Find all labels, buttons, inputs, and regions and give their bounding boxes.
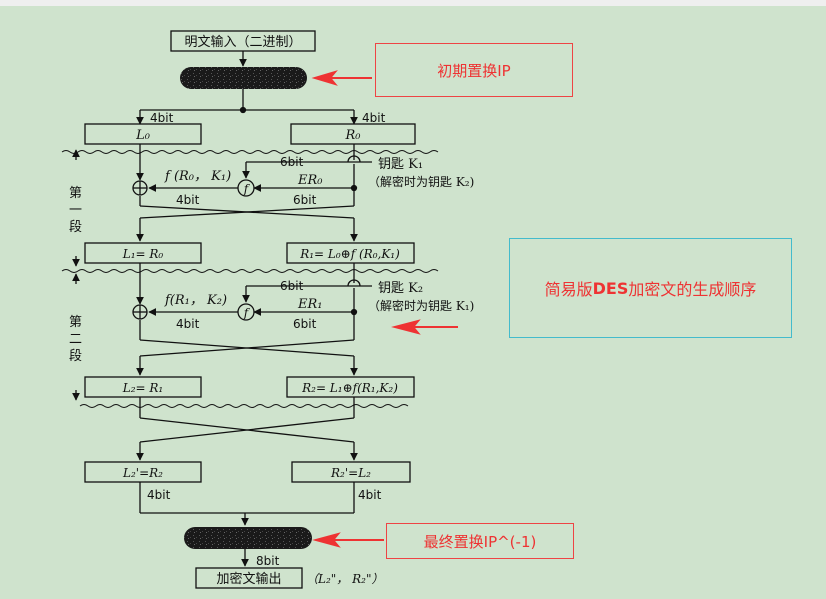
f-symbol-2: f [243, 306, 251, 320]
wave-divider-1 [61, 150, 439, 154]
stage1-key-note: （解密时为钥匙 K₂) [368, 174, 474, 189]
l2-prime-label: L₂'=R₂ [122, 466, 163, 480]
callout-final-permutation-text: 最终置换IP^(-1) [423, 532, 537, 551]
l0-box [84, 123, 202, 145]
stage2-char-2: 二 [69, 332, 82, 347]
ciphertext-output-box [195, 567, 303, 589]
stage1-key: 钥匙 K₁ [378, 157, 423, 172]
stage1-char-3: 段 [69, 220, 82, 235]
stage1-bits-4: 4bit [176, 193, 200, 207]
l2-box [84, 376, 202, 398]
stage2-f-text: f(R₁， K₂) [164, 293, 227, 308]
stage1-bits-6a: 6bit [280, 155, 304, 169]
stage2-bits-6a: 6bit [280, 279, 304, 293]
stage1-f-text: f (R₀， K₁) [164, 169, 231, 184]
r2-prime-label: R₂'=L₂ [330, 466, 371, 480]
stage2-char-1: 第 [69, 315, 82, 330]
r2-prime-box [291, 461, 411, 483]
stage2-key: 钥匙 K₂ [378, 281, 423, 296]
r0-label: R₀ [345, 128, 362, 143]
wave-divider-3 [79, 404, 409, 408]
l1-box [84, 242, 202, 264]
ciphertext-output-suffix: （L₂"， R₂"） [306, 572, 383, 586]
output-bits: 8bit [256, 554, 280, 568]
l0-label: L₀ [135, 128, 151, 143]
callout-initial-permutation-text: 初期置换IP [437, 61, 511, 80]
final-bits-left: 4bit [147, 488, 171, 502]
r2-label: R₂= L₁⊕f(R₁,K₂) [301, 381, 398, 395]
l2-prime-box [84, 461, 202, 483]
plaintext-input-label: 明文输入（二进制） [184, 34, 301, 50]
stage2-char-3: 段 [69, 349, 82, 364]
ciphertext-output-label: 加密文输出 [216, 571, 281, 587]
stage1-bits-6b: 6bit [293, 193, 317, 207]
callout-final-permutation: 最终置换IP^(-1) [386, 523, 574, 559]
callout-title-bold: DES [592, 278, 629, 298]
final-bits-right: 4bit [358, 488, 382, 502]
f-symbol-1: f [243, 182, 251, 196]
r2-box [286, 376, 415, 398]
l2-label: L₂= R₁ [122, 381, 164, 395]
stage1-char-1: 第 [69, 186, 82, 201]
stage1-er: ER₀ [297, 173, 323, 188]
r1-label: R₁= L₀⊕f (R₀,K₁) [299, 247, 400, 261]
stage1-char-2: 一 [69, 203, 82, 218]
callout-initial-permutation: 初期置换IP [375, 43, 573, 97]
l1-label: L₁= R₀ [122, 247, 164, 261]
initial-permutation-bar [180, 67, 307, 89]
wave-divider-2 [61, 269, 439, 273]
r1-box [286, 242, 415, 264]
stage2-bits-6b: 6bit [293, 317, 317, 331]
stage2-key-note: （解密时为钥匙 K₁) [368, 298, 474, 313]
bit-label-right: 4bit [362, 111, 386, 125]
bit-label-left: 4bit [150, 111, 174, 125]
stage2-bits-4: 4bit [176, 317, 200, 331]
r0-box [290, 123, 416, 145]
callout-title-post: 加密文的生成顺序 [628, 280, 757, 299]
final-permutation-bar [184, 527, 312, 549]
callout-title-pre: 简易版 [544, 280, 593, 299]
callout-arrows [311, 70, 458, 548]
stage2-er: ER₁ [297, 297, 323, 312]
top-bar [0, 0, 826, 6]
